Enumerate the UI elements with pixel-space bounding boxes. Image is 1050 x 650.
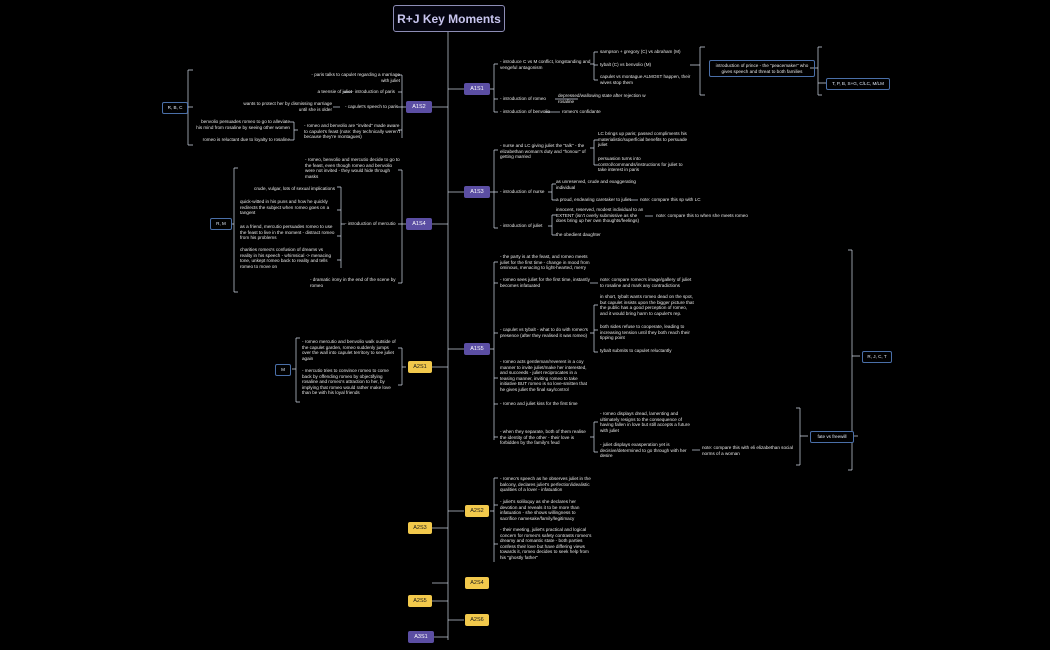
a1s4-mercutio-friend: as a friend, mercutio persuades romeo to… [240, 224, 335, 241]
a1s1-romeo-state: depressed/wallowing state after rejectio… [558, 93, 646, 104]
a1s4-mercutio-dreams: charities romeo's confusion of dreams vs… [240, 247, 332, 269]
a1s5-juliet-note: note: compare this with eli elizabethan … [702, 445, 793, 456]
a1s2-romeo-reluctant: romeo is reluctant due to loyalty to ros… [202, 137, 290, 142]
tag-fate-vs-freewill: fate vs freewill [810, 431, 854, 443]
a1s5-sees-note: note: compare romeo's image/gallery of j… [600, 277, 692, 288]
a2s1-garden: - romeo mercutio and benvolio walk outsi… [302, 339, 396, 361]
node-a2s1[interactable]: A2S1 [408, 361, 432, 373]
a1s3-nurse-proud: a proud, endearing caretaker to juliet [556, 197, 631, 202]
node-a2s2[interactable]: A2S2 [465, 505, 489, 517]
a1s2-wants: wants to protect her by dismissing marri… [243, 101, 332, 112]
a1s1-intro-romeo: - introduction of romeo [500, 96, 546, 101]
node-a1s5[interactable]: A1S5 [464, 343, 490, 355]
a1s3-nurse-crude: as unreserved, crude and exaggerating in… [556, 179, 636, 190]
a1s4-decide-feast: - romeo, benvolio and mercutio decide to… [305, 157, 400, 179]
node-a2s3[interactable]: A2S3 [408, 522, 432, 534]
a1s4-intro-mercutio: - introduction of mercutio [345, 221, 396, 226]
a1s3-juliet-obedient: the obedient daughter [556, 232, 601, 237]
a1s3-intro-juliet: - introduction of juliet [500, 223, 543, 228]
tag-rm: R, M [210, 218, 232, 230]
node-a3s1[interactable]: A3S1 [408, 631, 434, 643]
a1s5-first-kiss: - romeo and juliet kiss for the first ti… [500, 401, 578, 406]
tag-rjct: R, J, C, T [862, 351, 892, 363]
a1s5-juliet-determined: - juliet displays exasperation yet is de… [600, 442, 687, 459]
node-a2s5[interactable]: A2S5 [408, 595, 432, 607]
a1s3-juliet-note: note: compare this to when she meets rom… [656, 213, 748, 218]
a2s2-meeting: - their meeting, juliet's practical and … [500, 527, 592, 560]
a2s2-balcony-speech: - romeo's speech as he observes juliet i… [500, 476, 591, 493]
a1s5-gentleman: - romeo acts gentleman/reverent in a coy… [500, 359, 587, 392]
a1s2-capulet-speech: - capulet's speech to paris [345, 104, 399, 109]
a1s5-separate: - when they separate, both of them reali… [500, 429, 586, 446]
a1s3-nurse-note: note: compare this sp with LC [640, 197, 701, 202]
a1s5-party: - the party is at the feast, and romeo m… [500, 254, 590, 271]
tag-characters-a1s1: T, P, B, S+G, C/LC, M/LM [826, 78, 890, 90]
node-a1s3[interactable]: A1S3 [464, 186, 490, 198]
a1s5-sees-juliet: - romeo sees juliet for the first time, … [500, 277, 590, 288]
a1s5-tension: both sides refuse to cooperate, leading … [600, 324, 690, 341]
node-a2s6[interactable]: A2S6 [465, 614, 489, 626]
a1s5-tybalt-wants: in short, tybalt wants romeo dead on the… [600, 294, 694, 316]
a2s1-mercutio-convince: - mercutio tries to convince romeo to co… [302, 368, 391, 396]
a1s5-capulet-tybalt: - capulet vs tybalt - what to do with ro… [500, 327, 588, 338]
node-a1s1[interactable]: A1S1 [464, 83, 490, 95]
a1s1-fight-1: sampson + gregory (C) vs abraham (M) [600, 49, 681, 54]
a1s1-prince: introduction of prince - the "peacemaker… [709, 60, 815, 78]
a1s1-benvolio-role: romeo's confidante [562, 109, 601, 114]
page-title: R+J Key Moments [393, 5, 505, 32]
a1s5-romeo-dread: - romeo displays dread, lamenting and ul… [600, 411, 690, 433]
a1s1-fight-2: tybalt (C) vs benvolio (M) [600, 62, 652, 67]
a1s4-dramatic-irony: - dramatic irony in the end of the scene… [310, 277, 396, 288]
tag-rbc: R, B, C [162, 102, 188, 114]
a1s4-mercutio-crude: crude, vulgar, lots of sexual implicatio… [254, 186, 335, 191]
a1s5-tybalt-submits: tybalt submits to capulet reluctantly [600, 348, 672, 353]
a1s2-paris-talks: - paris talks to capulet regarding a mar… [311, 72, 400, 83]
a1s3-lc-control: persuasion turns into control/commands/i… [598, 156, 683, 173]
a1s3-intro-nurse: - introduction of nurse [500, 189, 545, 194]
a2s2-juliet-soliloquy: - juliet's soliloquy as she declares her… [500, 499, 580, 521]
a1s3-lc-paris: LC brings up paris; passed compliments h… [598, 131, 688, 148]
a1s2-juliet: a teensie of juliet [317, 89, 352, 94]
node-a1s4[interactable]: A1S4 [406, 218, 432, 230]
a1s1-conflict: - introduce C vs M conflict, longstandin… [500, 59, 591, 70]
a1s2-invited: - romeo and benvolio are "invited" made … [304, 123, 400, 140]
a1s4-mercutio-witty: quick-witted in his puns and how he quic… [240, 199, 330, 216]
a1s2-benvolio-persuades: benvolio persuades romeo to go to allevi… [196, 119, 290, 130]
node-a2s4[interactable]: A2S4 [465, 577, 489, 589]
a1s1-intro-benvolio: - introduction of benvolio [500, 109, 551, 114]
a1s3-juliet-innocent: innocent, reserved, modest individual to… [556, 207, 644, 224]
a1s2-intro-paris: - introduction of paris [352, 89, 395, 94]
tag-m: M [275, 364, 291, 376]
a1s3-nurse-lc: - nurse and LC giving juliet the "talk" … [500, 143, 586, 160]
node-a1s2[interactable]: A1S2 [406, 101, 432, 113]
a1s1-fight-3: capulet vs montague ALMOST happen, their… [600, 74, 691, 85]
